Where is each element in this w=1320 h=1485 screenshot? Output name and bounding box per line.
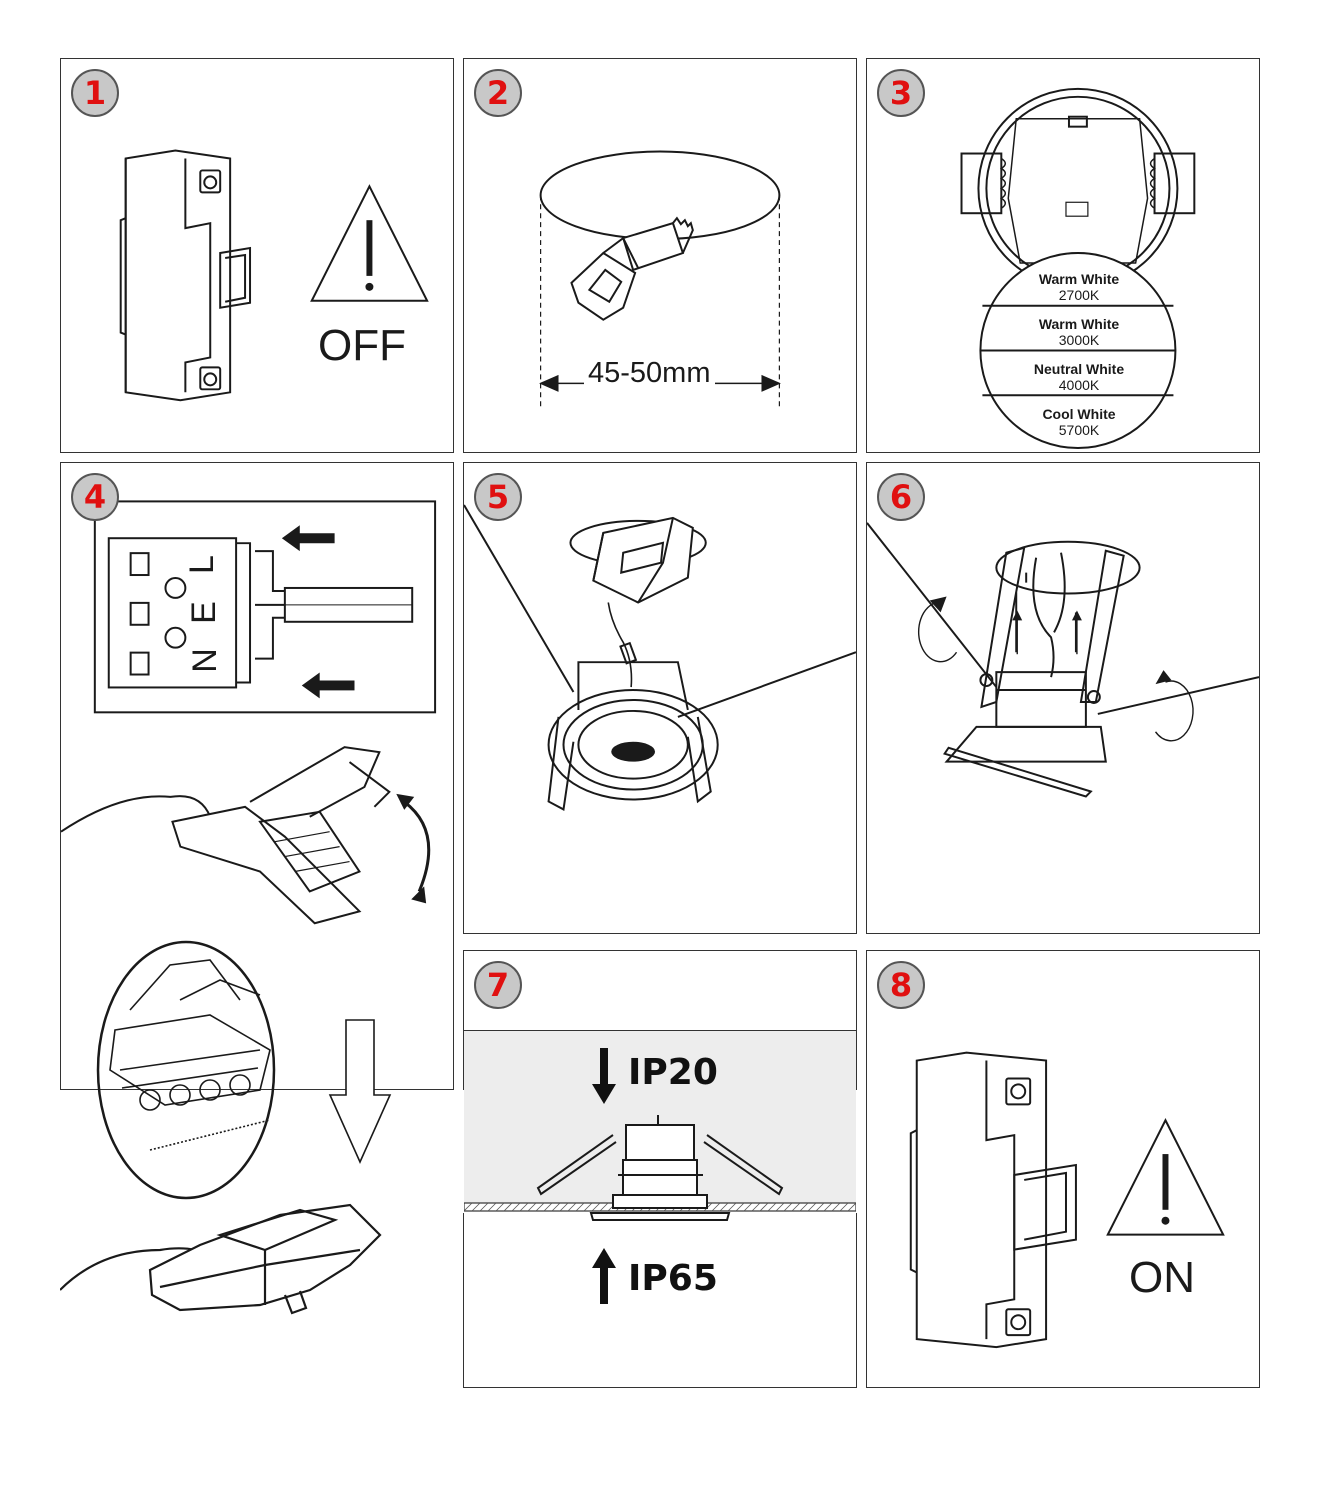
step-number: 6 [889,478,913,516]
step-7-lower-area [463,1213,857,1388]
connector-box-open-illustration [61,746,431,925]
step-number: 7 [486,966,510,1004]
cct-option: Cool White 5700K [981,406,1177,438]
circuit-breaker-icon [909,1051,1077,1349]
step-5-panel: 5 [463,462,857,934]
cct-name: Cool White [1042,406,1116,422]
cct-option: Neutral White 4000K [981,361,1177,393]
step-3-badge: 3 [877,69,925,117]
cct-option: Warm White 3000K [981,316,1177,348]
step-number: 5 [486,478,510,516]
driver-and-downlight-illustration [464,504,856,811]
cct-kelvin: 3000K [1058,332,1100,348]
down-arrow-icon [328,1019,392,1164]
step-number: 4 [83,478,107,516]
warning-triangle-icon [310,184,429,302]
step-2-panel: 2 45-50mm [463,58,857,453]
color-temperature-selector-dial [979,252,1177,450]
step-1-panel: 1 OFF [60,58,454,453]
step-number: 1 [83,74,107,112]
arrow-up-icon [592,1248,616,1304]
cct-kelvin: 5700K [1058,422,1100,438]
saw-icon [570,216,694,321]
circuit-breaker-icon [119,149,252,402]
terminal-letter-n: N [185,648,224,673]
arrow-down-icon [592,1048,616,1104]
cct-name: Warm White [1038,271,1120,287]
power-off-label: OFF [318,321,406,370]
step-2-badge: 2 [474,69,522,117]
cct-kelvin: 4000K [1058,377,1100,393]
cct-kelvin: 2700K [1058,287,1100,303]
warning-triangle-icon [1106,1118,1225,1236]
step-number: 3 [889,74,913,112]
step-8-panel: 8 ON [866,950,1260,1388]
step-5-badge: 5 [474,473,522,521]
magnified-connector-ellipse [96,940,276,1200]
step-8-badge: 8 [877,961,925,1009]
step-7-badge: 7 [474,961,522,1009]
terminal-letter-l: L [182,555,221,574]
terminal-block-wiring-diagram [93,500,437,714]
downlight-spring-clips-illustration [867,522,1259,798]
step-1-badge: 1 [71,69,119,117]
ip-rating-room-side: IP65 [628,1258,718,1299]
connector-box-closed-illustration [60,1203,382,1315]
step-number: 8 [889,966,913,1004]
step-4-panel: 4 N E L [60,462,454,1090]
installed-downlight-side-view [536,1115,784,1221]
cct-option: Warm White 2700K [981,271,1177,303]
cutout-size-label: 45-50mm [584,357,715,390]
step-6-badge: 6 [877,473,925,521]
cct-name: Neutral White [1033,361,1125,377]
step-6-panel: 6 [866,462,1260,934]
ip-rating-ceiling-void: IP20 [628,1052,718,1093]
step-number: 2 [486,74,510,112]
step-4-badge: 4 [71,473,119,521]
terminal-letter-e: E [184,601,223,624]
cct-name: Warm White [1038,316,1120,332]
power-on-label: ON [1129,1253,1195,1302]
step-3-panel: 3 Warm White 2700K Warm White 3000K [866,58,1260,453]
